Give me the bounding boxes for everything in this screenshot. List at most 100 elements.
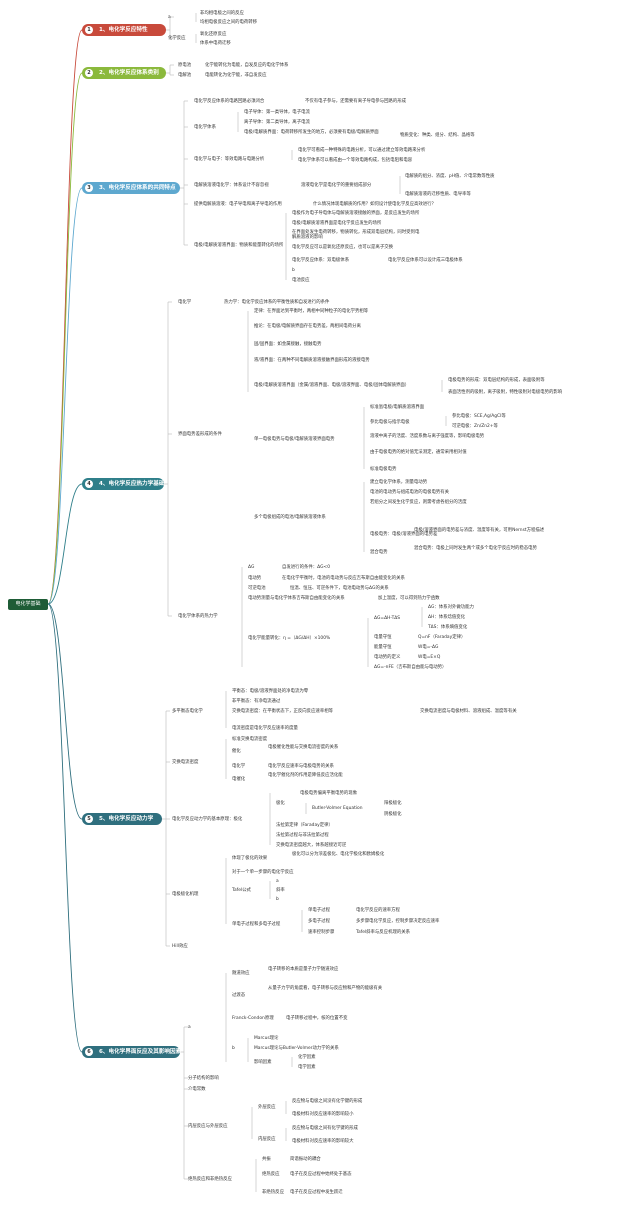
s5-a3: 交换电流密度：在平衡状态下，正反向反应速率相等 [232,709,333,714]
s5-d4bt: 多步骤电化学反应，控制步骤决定反应速率 [356,919,440,924]
branch-4[interactable]: 4 4、电化学反应热力学基础 [82,478,164,490]
branch-1[interactable]: 1 1、电化学反应特性 [82,24,166,36]
branch-1-number: 1 [85,26,93,34]
s5-c1a: Butler-Volmer Equation [312,806,363,811]
s5-d2: 对于一个单一步骤的电化学反应 [232,870,294,875]
s5-d4: 单电子过程和多电子过程 [232,922,281,927]
s4-t4: 电化学能量转化：η =（ΔG/ΔH）×100% [248,636,331,641]
s6-d2b: 电极材料对反应速率的影响较大 [292,1139,354,1144]
s4-t4d: 电动势的定义 [374,655,401,660]
s6-a3: Franck-Condon原理 [232,1016,274,1021]
branch-2-number: 2 [85,69,93,77]
s3-gap: 电化学与电子：等效电路与电路分析 [194,157,265,162]
s5-d1: 体现了极化的效果 [232,856,268,861]
s4-th: 电化学体系的热力学 [178,614,218,619]
s5-b3: 电化学 [232,764,246,769]
s5-b2: 催化 [232,749,241,754]
s5-d4at: 电化学反应的速率方程 [356,908,400,913]
branch-1-label: 1、电化学反应特性 [99,27,148,33]
s4-m5: 混合电势 [370,550,388,555]
s5-b4: 电催化 [232,777,246,782]
s6-e1: 共振 [262,1157,271,1162]
s6-a2t: 从量子力学的角度看，电子转移与反应物和产物的能级有关 [268,986,383,991]
s4-t4dt: W电=E×Q [418,655,441,660]
s5-d1t: 极化可以分为浓差极化、电化学极化和欧姆极化 [292,852,385,857]
s4-k2b: 可逆电极：Zn/Zn2+等 [452,424,498,429]
s4-m2: 电池的电动势与组成电池的电极电势有关 [370,490,450,495]
s6-a4c: 影响因素 [254,1060,272,1065]
s3-c1: 电极作为电子导电体与电解质溶液接触的界面，是反应发生的场所 [292,211,420,216]
s4-m5t: 混合电势：电极上同时发生两个或多个电化学反应时的稳态电势 [414,546,537,551]
branch-2[interactable]: 2 2、电化学反应体系类别 [82,67,166,79]
s6-b: 分子结构的影响 [188,1076,219,1081]
s3-e3t: 物质变化：种类、组分、结构、晶格等 [400,133,475,138]
s3-c7: 电池反应 [292,278,310,283]
s6-e: 绝热反应和非绝热反应 [188,1177,232,1182]
s5-c: 电化学反应动力学的基本原理：极化 [172,817,243,822]
branch-5[interactable]: 5 5、电化学反应动力学 [82,813,162,825]
s6-a: a [188,1025,191,1030]
s1-b2: 体系中电荷迁移 [200,41,231,46]
s4-t0: ΔG [248,565,255,570]
s6-d1a: 反应物与电极之间没有化学键的形成 [292,1099,363,1104]
s4-d5: 电极/电解质溶液界面（金属/溶液界面、电极/溶液界面、电极/固体电解质界面） [254,383,410,388]
branch-3-label: 3、电化学反应体系的共同特点 [99,185,176,191]
s4-k2a: 参比电极：SCE,Ag/AgCl等 [452,414,506,419]
s4-d1: 定律：在界面达到平衡时，两相中同种粒子的电化学势相等 [254,309,369,314]
s5-b2t: 电极催化性能与交换电流密度的关系 [268,745,339,750]
s4-t1: 电动势 [248,576,262,581]
s3-g1: 电化学可看成一种特殊的电路分析，可以通过建立等效电路来分析 [298,148,426,153]
s6-c: 介电常数 [188,1087,206,1092]
s5-b1: 标准交换电流密度 [232,737,268,742]
s2-t2: 电能转化为化学能，非自发反应 [205,73,267,78]
branch-5-label: 5、电化学反应动力学 [99,816,154,822]
branch-6[interactable]: 6 6、电化学界面反应及其影响因素 [82,1046,182,1058]
s5-e: Hill效应 [172,944,188,949]
branch-3[interactable]: 3 3、电化学反应体系的共同特点 [82,182,180,194]
s6-d2a: 反应物与电极之间有化学键的形成 [292,1126,358,1131]
s3-cur: 电极/电解质溶液界面：物质和能量转化的场所 [194,243,284,248]
s5-d4c: 速率控制步骤 [308,930,335,935]
s3-p2: 电解质溶液的迁移性质、电导率等 [405,192,471,197]
s5-d: 电极极化机理 [172,892,199,897]
s4-d4: 液/液界面：在两种不同电解质溶液接触界面形成的液接电势 [254,358,370,363]
s4-t4a: ΔG=ΔH-TΔS [374,616,401,621]
s3-e1: 电子导体：第一类导体，电子电流 [244,110,310,115]
s5-d3a: a [276,879,279,884]
s6-a4: b [232,1046,235,1051]
s4-a: 电化学 [178,300,192,305]
s1-a: a [168,15,171,20]
s5-a: 多平衡态电化学 [172,709,203,714]
s4-t4bt: Q=nF（Faraday定律） [418,635,466,640]
branch-4-label: 4、电化学反应热力学基础 [99,481,165,487]
s6-a1t: 电子转移的本质是量子力学隧道效应 [268,967,339,972]
s4-k1: 标准氢电极/电解质溶液界面 [370,405,425,410]
s5-d3: Tafel公式 [232,888,251,893]
branch-6-number: 6 [85,1048,93,1056]
s4-k: 单一电极电势与电极/电解质溶液界面电势 [254,437,335,442]
s5-d3b: b [276,897,279,902]
s6-e3: 非绝热反应 [262,1190,284,1195]
s4-t2: 可逆电池 [248,586,266,591]
s4-t3: 电动势测量与电化学体系吉布斯自由能变化的关系 [248,596,345,601]
s5-d4b: 多电子过程 [308,919,330,924]
s4-t4ct: W电=-ΔG [418,645,439,650]
s3-pot: 电解质溶液电化学：体系设计不容忽视 [194,183,269,188]
branch-5-number: 5 [85,815,93,823]
s3-ext: 提供电解质溶液：电子导电和离子导电的作用 [194,202,282,207]
s4-d5b: 表面活性剂的吸附，离子吸附，特性吸附对电极电势的影响 [448,390,563,395]
branch-6-label: 6、电化学界面反应及其影响因素 [99,1049,182,1055]
s5-b: 交换电流密度 [172,760,199,765]
s3-extt: 什么情况体现电解质的作用？如何设计使电化学反应高效进行？ [313,202,436,207]
s5-a2: 非平衡态：有净电流通过 [232,699,281,704]
branch-4-number: 4 [85,480,93,488]
s6-d1b: 电极材料对反应速率的影响较小 [292,1112,354,1117]
root-node[interactable]: 电化学基础 [8,599,48,610]
s6-e3t: 电子在反应过程中发生跃迁 [290,1190,343,1195]
s5-a4: 电流密度是电化学反应速率的度量 [232,726,298,731]
s5-a3t: 交换电流密度与电极材料、溶液组成、温度等有关 [420,709,517,714]
s3-c4: 电化学反应可以是氧化还原反应，也可以是离子交换 [292,245,393,250]
s1-a2: 均相电极反应之间的电荷转移 [200,20,258,25]
s4-k5: 标准电极电势 [370,467,397,472]
s6-a3t: 电子转移过程中，核的位置不变 [286,1016,348,1021]
